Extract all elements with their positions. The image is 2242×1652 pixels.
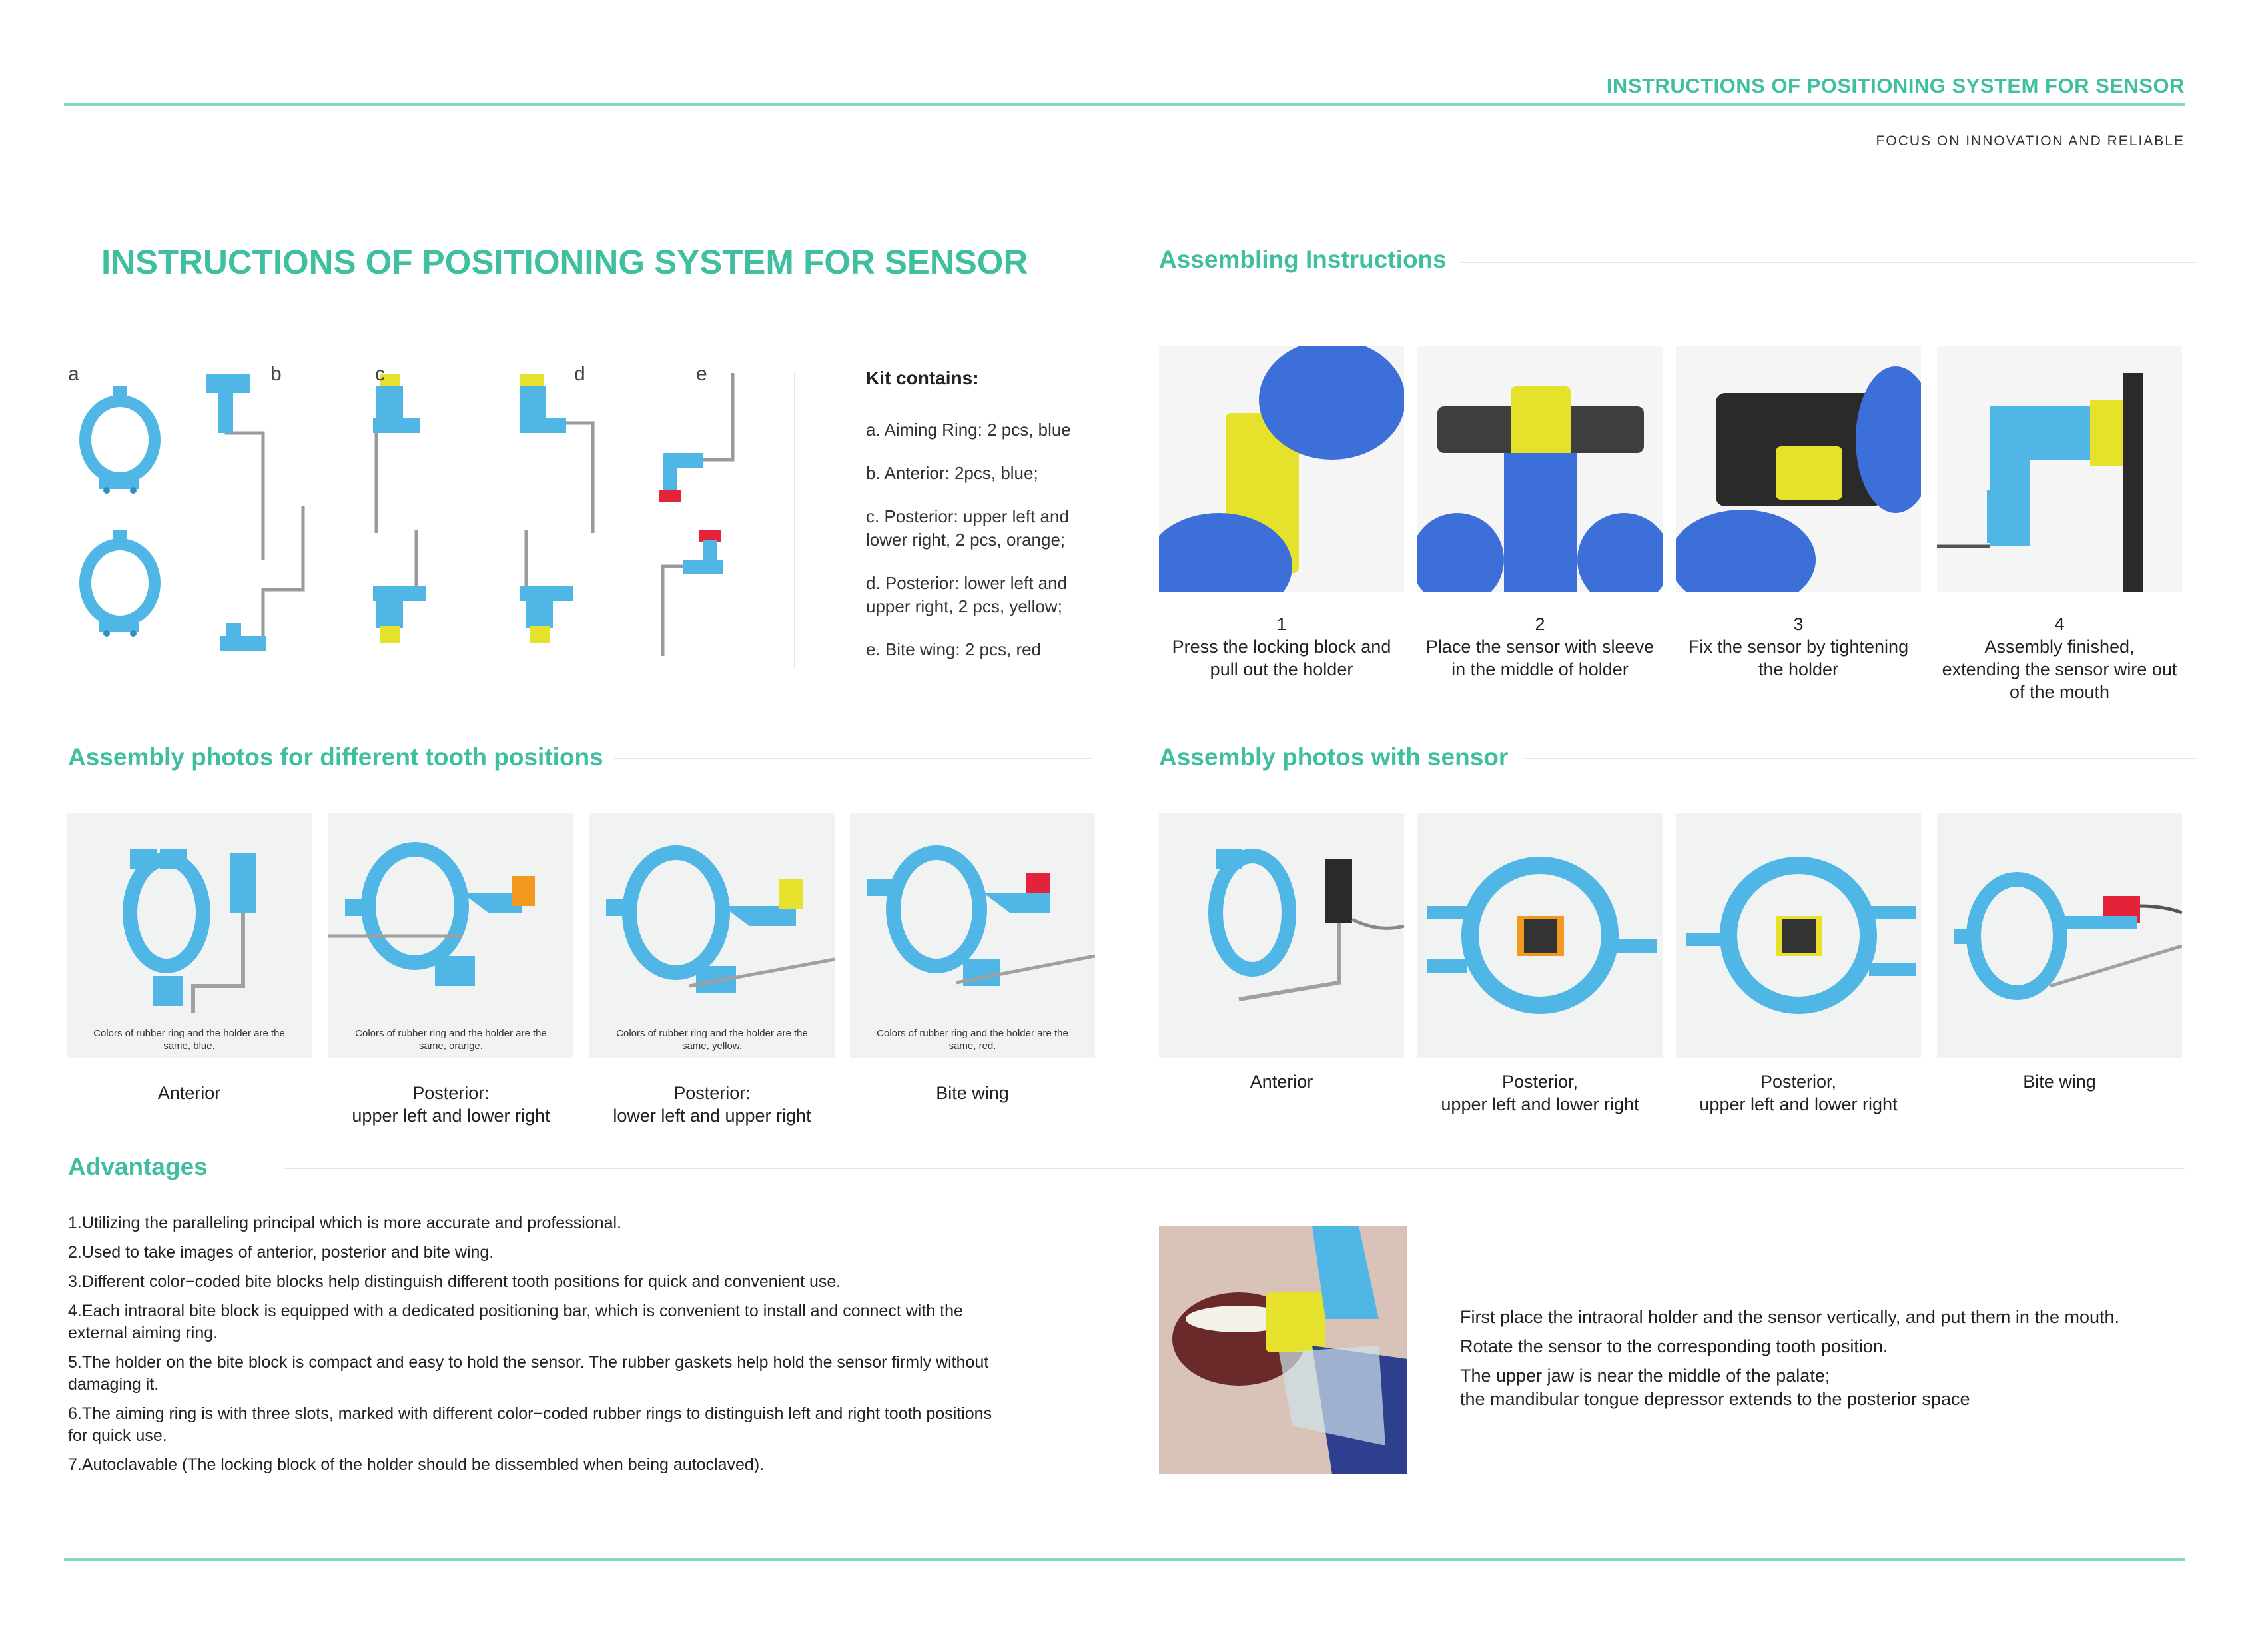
with-sensor-title: Assembly photos with sensor [1159,743,1509,771]
step-4-photo [1937,346,2182,592]
tooth-caption-posterior-ll-ur: Posterior:lower left and upper right [613,1083,811,1126]
sensor-caption-posterior-2: Posterior,upper left and lower right [1699,1072,1898,1114]
tooth-photo-anterior: Colors of rubber ring and the holder are… [67,813,312,1058]
assembling-rule [1460,262,2197,263]
step-2-photo [1417,346,1663,592]
advantage-item: 6.The aiming ring is with three slots, m… [68,1404,992,1445]
header-rule [64,103,2185,106]
part-letter-c: c [375,363,385,385]
step-3-photo [1676,346,1921,592]
mouth-placement-photo [1159,1226,1407,1474]
part-letter-a: a [68,363,79,385]
tooth-positions-title: Assembly photos for different tooth posi… [68,743,603,771]
tooth-positions-rule [614,758,1092,759]
footer-rule [64,1558,2185,1561]
tooth-note-bite-wing: Colors of rubber ring and the holder are… [877,1028,1068,1052]
tooth-note-posterior-ul-lr: Colors of rubber ring and the holder are… [355,1028,547,1052]
advantage-item: 2.Used to take images of anterior, poste… [68,1243,494,1262]
advantages-title: Advantages [68,1153,208,1180]
advantage-item: 5.The holder on the bite block is compac… [68,1353,989,1394]
sensor-photo-bite-wing [1937,813,2182,1058]
tooth-caption-bite-wing: Bite wing [936,1083,1009,1103]
tooth-note-anterior: Colors of rubber ring and the holder are… [93,1028,285,1052]
tooth-photo-posterior-ll-ur: Colors of rubber ring and the holder are… [589,813,835,1058]
aiming-ring-drawing [79,386,161,637]
kit-heading: Kit contains: [866,368,979,388]
placement-line: First place the intraoral holder and the… [1460,1307,2120,1327]
sensor-photo-posterior-1 [1417,813,1663,1058]
parts-illustration: a b c d e [60,360,766,673]
sensor-caption-bite-wing: Bite wing [2023,1072,2096,1092]
placement-line: The upper jaw is near the middle of the … [1460,1366,1830,1386]
kit-item-d2: upper right, 2 pcs, yellow; [866,596,1062,616]
advantage-item: 1.Utilizing the paralleling principal wh… [68,1214,621,1232]
header-title: INSTRUCTIONS OF POSITIONING SYSTEM FOR S… [1606,74,2185,97]
header-subtitle: FOCUS ON INNOVATION AND RELIABLE [1876,133,2185,149]
kit-item-c2: lower right, 2 pcs, orange; [866,530,1066,550]
placement-line: the mandibular tongue depressor extends … [1460,1389,1970,1409]
kit-item-c1: c. Posterior: upper left and [866,506,1069,526]
step-4-caption: 4 Assembly finished, extending the senso… [1942,614,2177,702]
tooth-photo-bite-wing: Colors of rubber ring and the holder are… [850,813,1095,1058]
tooth-note-posterior-ll-ur: Colors of rubber ring and the holder are… [616,1028,808,1052]
advantage-item: 3.Different color−coded bite blocks help… [68,1272,841,1291]
sensor-photo-posterior-2 [1676,813,1921,1058]
step-3-caption: 3 Fix the sensor by tightening the holde… [1688,614,1909,679]
anterior-holder-drawing [224,393,305,639]
holder-parts-drawing [79,373,735,656]
sensor-caption-anterior: Anterior [1250,1072,1313,1092]
part-letter-e: e [696,363,707,385]
placement-instructions: First place the intraoral holder and the… [1460,1306,2193,1411]
part-letter-b: b [270,363,282,385]
tooth-caption-anterior: Anterior [157,1083,221,1103]
kit-item-d1: d. Posterior: lower left and [866,573,1068,593]
tooth-photo-posterior-ul-lr: Colors of rubber ring and the holder are… [328,813,573,1058]
advantages-rule [285,1168,2185,1169]
sensor-caption-posterior-1: Posterior,upper left and lower right [1441,1072,1639,1114]
step-2-caption: 2 Place the sensor with sleeve in the mi… [1425,614,1655,679]
advantage-item: 4.Each intraoral bite block is equipped … [68,1302,963,1342]
kit-item-e: e. Bite wing: 2 pcs, red [866,639,1042,659]
part-letter-d: d [574,363,585,385]
kit-item-b: b. Anterior: 2pcs, blue; [866,463,1038,483]
step-1-photo [1159,346,1404,592]
sensor-photo-anterior [1159,813,1404,1058]
tooth-caption-posterior-ul-lr: Posterior:upper left and lower right [352,1083,550,1126]
placement-line: Rotate the sensor to the corresponding t… [1460,1336,1888,1356]
advantages-list: 1.Utilizing the paralleling principal wh… [68,1212,1120,1483]
step-1-caption: 1 Press the locking block and pull out t… [1172,614,1391,679]
assembling-title: Assembling Instructions [1159,246,1447,273]
with-sensor-rule [1525,758,2197,759]
advantage-item: 7.Autoclavable (The locking block of the… [68,1455,765,1474]
kit-contents: Kit contains: a. Aiming Ring: 2 pcs, blu… [866,368,1132,661]
kit-divider [794,373,795,669]
main-title: INSTRUCTIONS OF POSITIONING SYSTEM FOR S… [101,243,1028,281]
kit-item-a: a. Aiming Ring: 2 pcs, blue [866,420,1071,440]
